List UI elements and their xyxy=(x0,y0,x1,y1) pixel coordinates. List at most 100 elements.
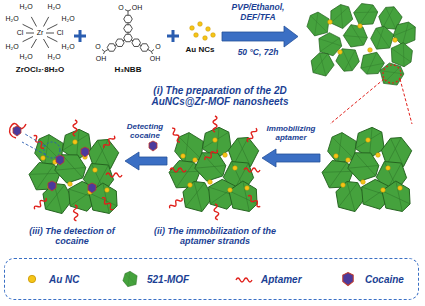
process-arrow xyxy=(125,152,167,170)
atom-label: H₂O xyxy=(61,15,74,23)
legend-mof xyxy=(117,270,143,288)
process-arrow xyxy=(262,149,320,167)
legend-mof xyxy=(123,271,137,286)
bond xyxy=(44,17,49,27)
bond xyxy=(151,50,154,52)
mof-sheet xyxy=(306,48,337,80)
atom-label: O xyxy=(155,43,160,51)
aptamer-strand xyxy=(168,196,183,209)
mof-nanosheet-plate xyxy=(167,121,262,216)
atom-label: OH xyxy=(150,55,161,63)
aptamer-strand xyxy=(246,127,257,143)
atom-label: H₂O xyxy=(47,53,60,61)
mof-nanosheet-plate xyxy=(320,121,415,216)
aptamer-strand xyxy=(204,148,219,161)
benzene-ring xyxy=(124,34,133,41)
step-caption: (ii) The immobilization of the aptamer s… xyxy=(149,226,281,247)
bond xyxy=(26,33,34,34)
bond xyxy=(151,52,152,55)
atom-label: Cl xyxy=(57,29,64,37)
gold-nanocluster xyxy=(368,48,373,53)
condition-label: PVP/Ethanol, DEF/TFA xyxy=(223,3,293,23)
cocaine-molecule xyxy=(88,183,96,193)
atom-label: O xyxy=(95,43,100,51)
mof-sheet xyxy=(340,20,372,52)
atom-label: H₂O xyxy=(47,3,60,11)
legend-label: Cocaine xyxy=(365,274,404,285)
atom-label: H₂O xyxy=(5,15,18,23)
aptamer-strand xyxy=(213,116,217,132)
mof-flower xyxy=(306,0,420,85)
atom-label: OH xyxy=(132,4,143,12)
aptamer-strand xyxy=(170,127,181,143)
legend-label: 521-MOF xyxy=(147,274,189,285)
gold-nanocluster xyxy=(203,36,208,41)
legend-label: Au NC xyxy=(49,274,80,285)
gold-nanocluster xyxy=(338,50,343,55)
bond xyxy=(23,24,33,29)
aptamer-strand xyxy=(102,134,115,149)
atom-label: H₂O xyxy=(5,43,18,51)
gold-nanocluster xyxy=(198,22,203,27)
magnify-circle xyxy=(44,142,60,158)
gold-nanocluster xyxy=(194,33,199,38)
legend-box: Au NC 521-MOF Aptamer Cocaine xyxy=(4,258,419,300)
plus-sign xyxy=(167,30,179,42)
magnify-line xyxy=(22,134,46,155)
mof-sheet xyxy=(352,1,379,27)
bond xyxy=(125,10,128,11)
mof-sheet xyxy=(334,45,363,75)
plus-sign xyxy=(74,30,86,42)
gold-nanocluster xyxy=(393,38,398,43)
aptamer-cocaine-complex xyxy=(10,123,26,138)
cocaine-molecule xyxy=(56,155,64,165)
magnify-circle xyxy=(383,65,401,83)
arrow-label: Immobilizing aptamer xyxy=(262,124,320,142)
aptamer-strand xyxy=(101,197,115,211)
bond xyxy=(46,33,54,34)
aptamer-strand xyxy=(244,168,260,172)
gold-nanocluster xyxy=(328,20,333,25)
mof-sheet xyxy=(369,24,395,51)
bond xyxy=(31,39,36,48)
benzene-ring xyxy=(124,25,133,32)
benzene-ring xyxy=(107,44,116,51)
compound-name: Au NCs xyxy=(186,45,215,54)
compound-name: ZrOCl₂·8H₂O xyxy=(16,65,64,74)
legend-cocaine xyxy=(343,273,353,286)
zirconium-complex xyxy=(23,17,58,48)
step-caption: (i) The preparation of the 2D AuNCs@Zr-M… xyxy=(134,85,306,108)
aptamer-strand xyxy=(33,197,47,211)
bond xyxy=(44,39,49,48)
atom-label: Zr xyxy=(37,29,44,37)
legend-entry: Aptamer xyxy=(231,270,302,288)
cocaine-molecule xyxy=(149,141,157,151)
gold-nanocluster xyxy=(190,26,195,31)
cocaine-molecule xyxy=(13,126,21,136)
benzene-ring xyxy=(116,39,125,46)
legend-entry: Au NC xyxy=(19,270,80,288)
arrow-label: Detecting cocaine xyxy=(121,122,169,140)
step-caption: (iii) The detection of cocaine xyxy=(26,226,118,247)
legend-entry: Cocaine xyxy=(335,270,404,288)
gold-nanocluster xyxy=(358,24,363,29)
legend-label: Aptamer xyxy=(261,274,302,285)
mof-nanosheet-plate xyxy=(27,123,122,218)
aptamer-cocaine-group xyxy=(32,120,122,221)
legend-cocaine xyxy=(335,270,361,288)
bond xyxy=(102,50,105,52)
cocaine-molecule xyxy=(81,147,89,157)
legend-entry: 521-MOF xyxy=(117,270,189,288)
atom-label: O xyxy=(118,4,123,12)
aptamer-group xyxy=(168,116,261,220)
bond xyxy=(47,37,57,42)
legend-aptamer xyxy=(231,270,257,288)
aptamer-strand xyxy=(73,120,77,136)
mof-sheet xyxy=(307,12,329,36)
aptamer-strand xyxy=(213,204,220,220)
atom-label: H₂O xyxy=(19,3,32,11)
benzene-ring xyxy=(124,15,133,22)
benzene-ring xyxy=(132,39,141,46)
compound-name: H₃NBB xyxy=(115,65,142,74)
